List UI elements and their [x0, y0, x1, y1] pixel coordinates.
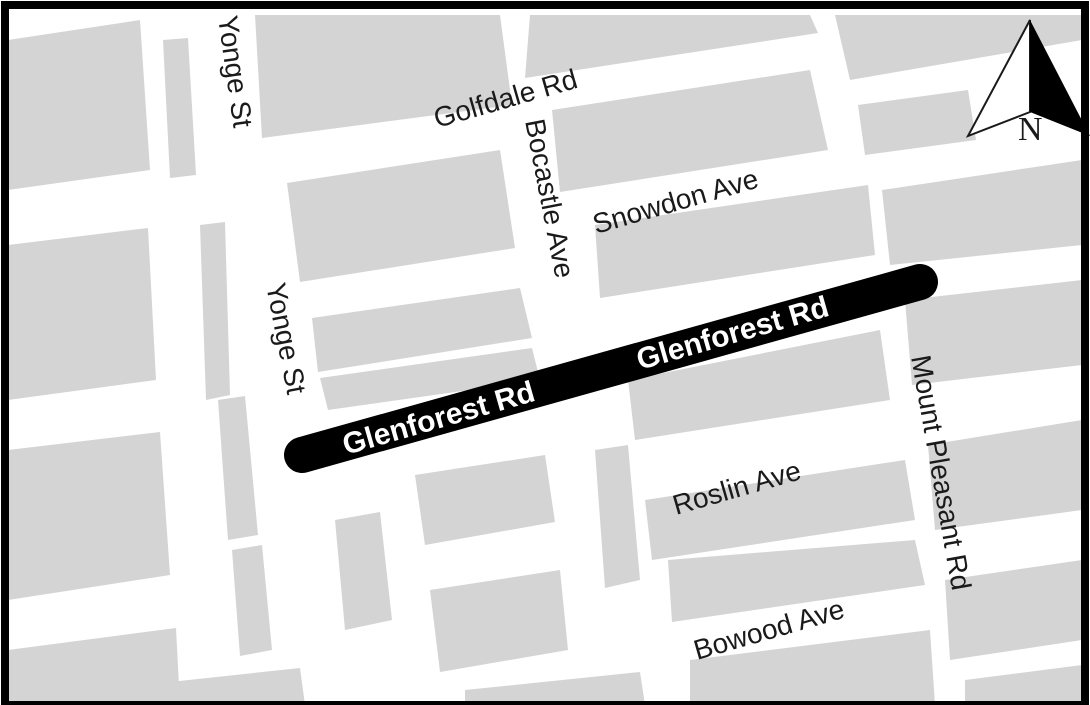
glenforest-rd-highlight [284, 264, 938, 473]
minor-roads [392, 484, 428, 705]
north-arrow-icon: N [965, 19, 1090, 148]
north-label: N [1018, 111, 1043, 148]
city-blocks [8, 15, 1082, 705]
